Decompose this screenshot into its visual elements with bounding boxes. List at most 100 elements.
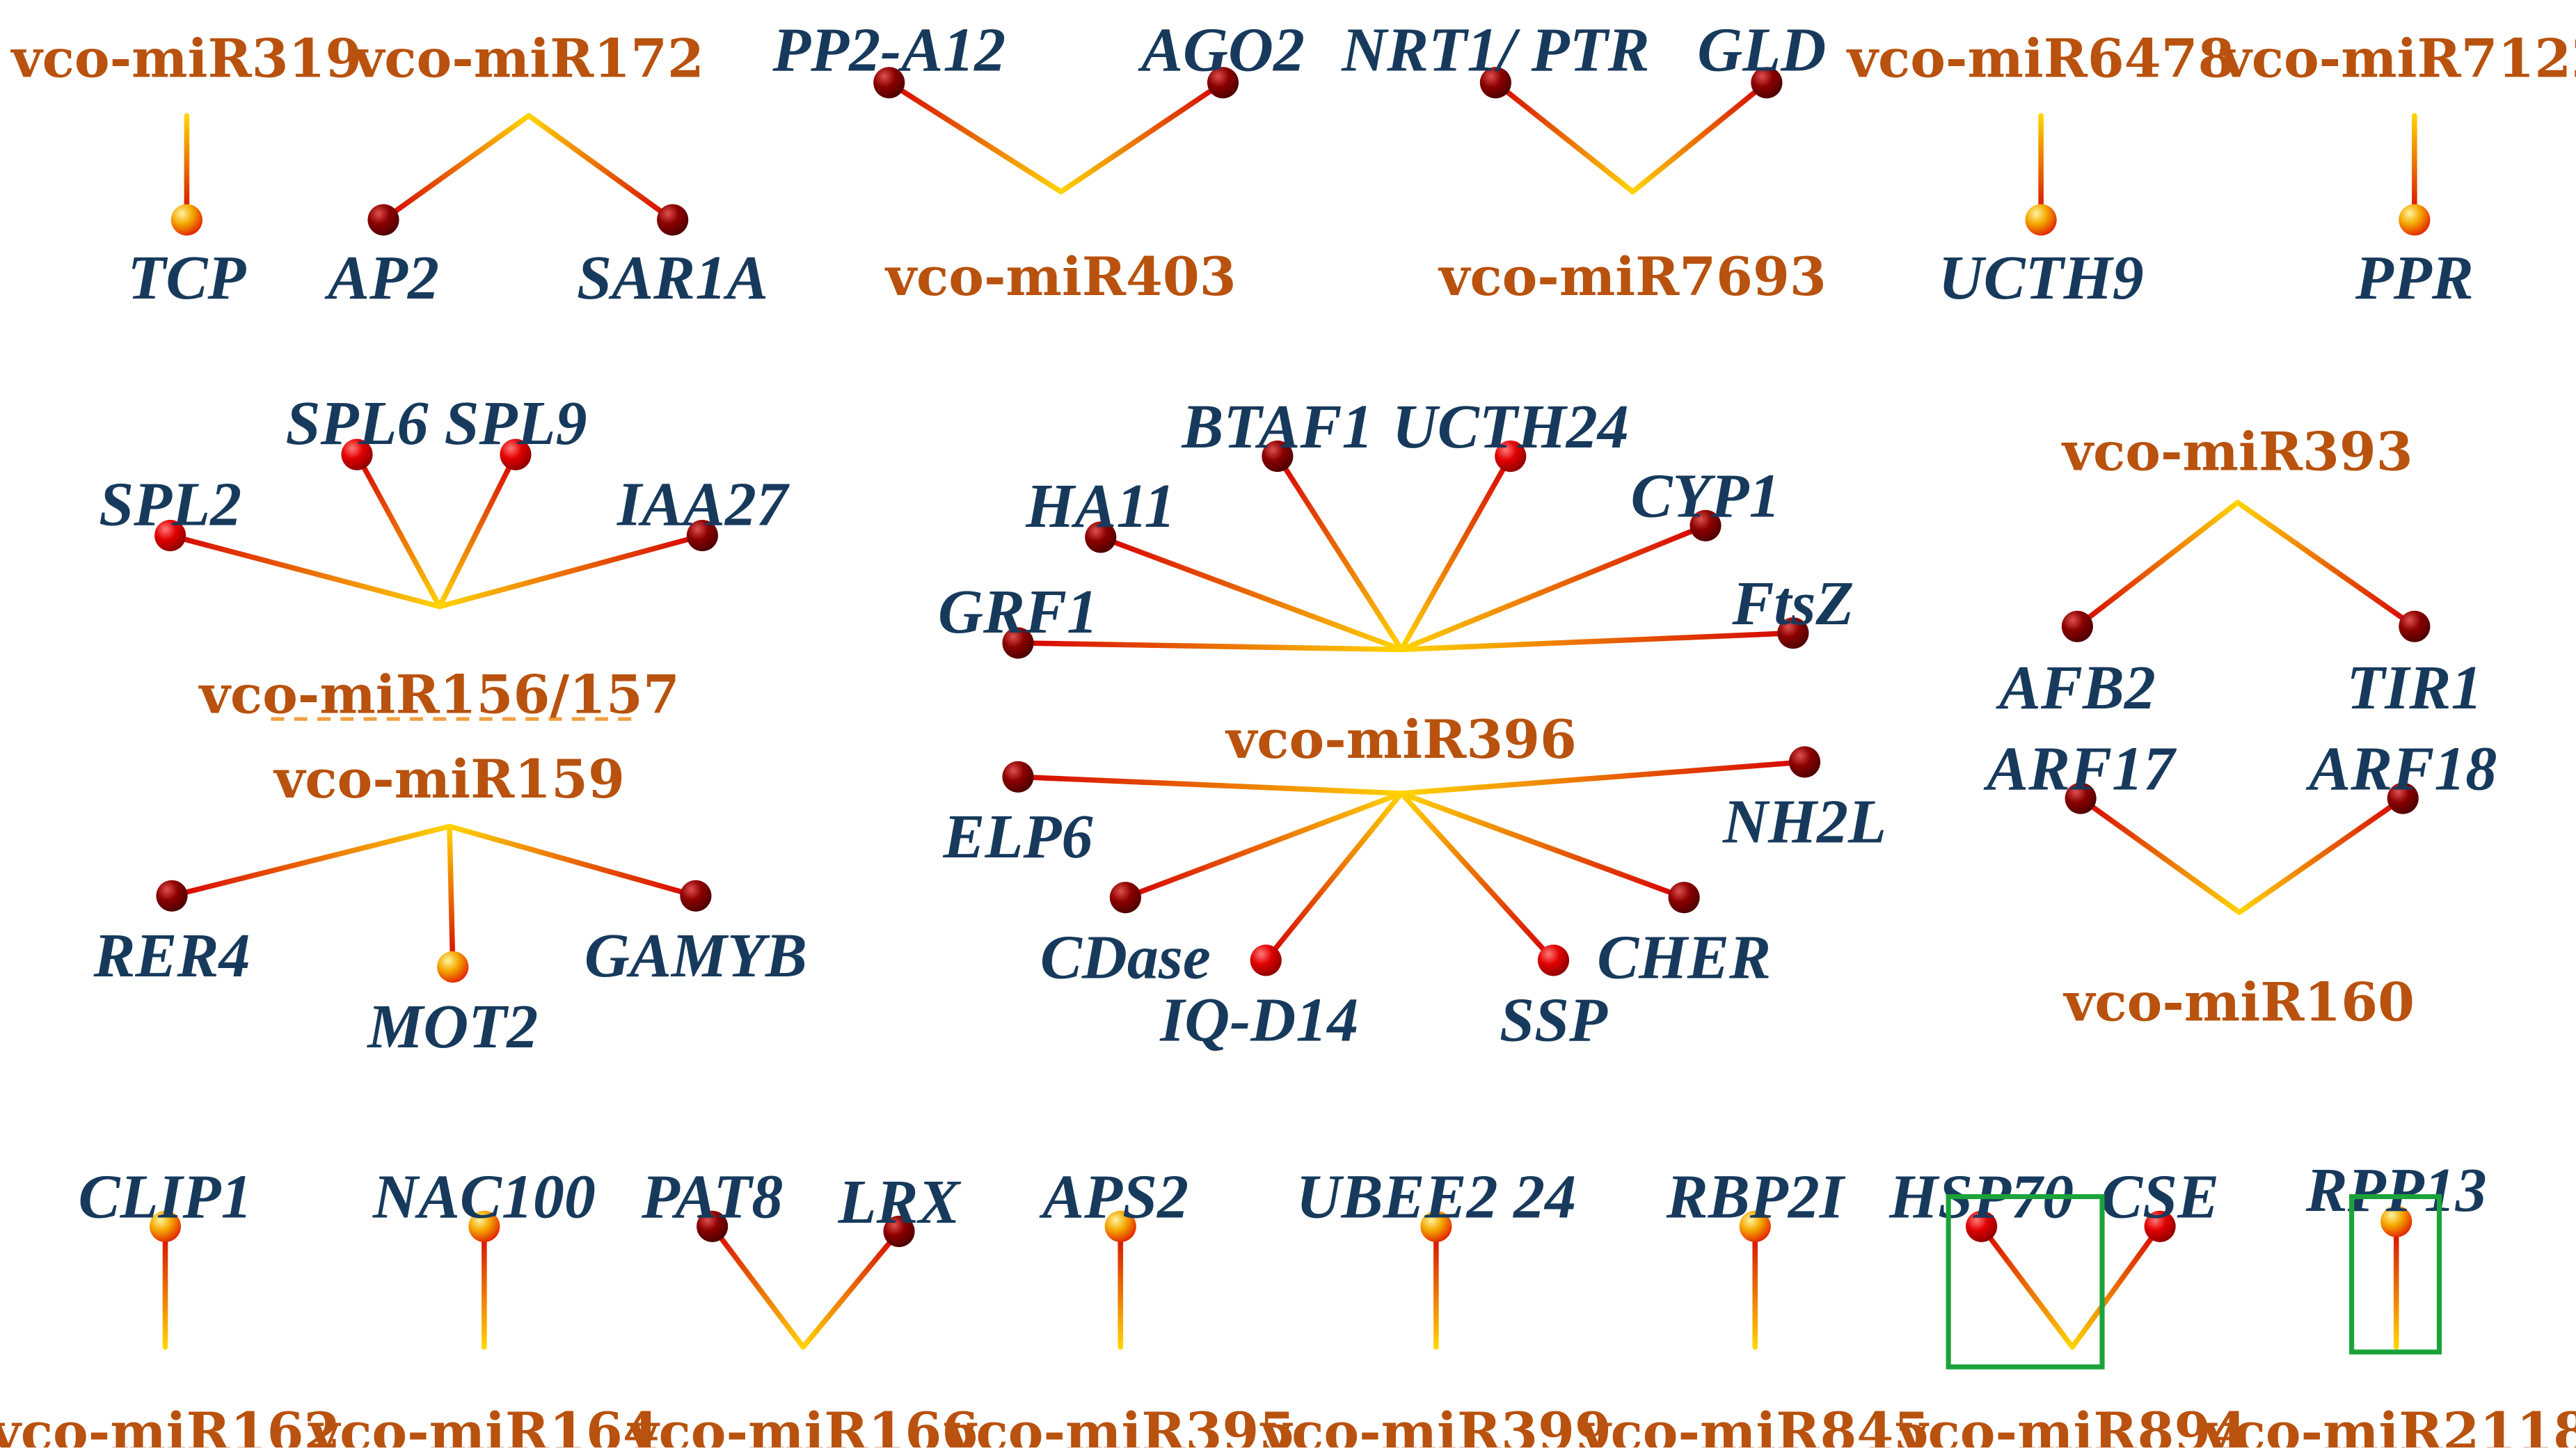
target-node-ucth9 [2025,204,2057,236]
edge-vco-mir396-nh2l [1399,759,1808,796]
target-label-cher: CHER [1597,923,1771,992]
target-node-ubee2-24 [1420,1210,1452,1242]
target-label-rer4: RER4 [93,921,250,990]
target-label-btaf1: BTAF1 [1181,393,1373,461]
edge-vco-mir172-ap2 [381,113,532,223]
target-label-ha11: HA11 [1025,472,1175,541]
target-label-cyp1: CYP1 [1631,462,1781,531]
target-node-clip1 [149,1210,182,1242]
target-label-cse: CSE [2101,1163,2219,1232]
target-label-rpp13: RPP13 [2305,1156,2487,1225]
edge-vco-mir159-mot2 [447,823,456,970]
mirna-label-vco-mir7122: vco-miR7122 [2220,27,2576,89]
target-node-gamyb [680,880,712,912]
target-label-ppr: PPR [2355,244,2474,312]
target-node-pat8 [697,1210,729,1242]
target-node-ha11 [1085,521,1117,553]
edge-vco-mir7693-nrt1-ptr [1493,79,1636,195]
mirna-label-vco-mir393: vco-miR393 [2061,421,2413,483]
target-node-cdase [1109,882,1141,914]
target-label-spl2: SPL2 [99,470,241,539]
edge-vco-mir7693-gld [1630,79,1770,195]
edge-vco-mir393-tir1 [2234,500,2417,629]
target-label-ucth24: UCTH24 [1392,393,1629,461]
edge-vco-mir396-ftsz [1399,630,1796,653]
target-node-btaf1 [1262,440,1294,473]
target-label-ftsz: FtsZ [1731,569,1854,638]
target-label-nac100: NAC100 [372,1163,596,1232]
target-node-nh2l [1788,746,1821,778]
mirna-label-vco-mir162: vco-miR162 [0,1401,340,1448]
target-label-sar1a: SAR1A [577,244,768,312]
mirna-label-vco-mir319: vco-miR319 [10,27,362,89]
target-label-pp2-a12: PP2-A12 [772,15,1005,84]
mirna-label-vco-mir160: vco-miR160 [2062,971,2415,1033]
target-label-mot2: MOT2 [366,992,538,1061]
target-node-spl9 [500,438,532,470]
target-node-grf1 [1002,627,1034,659]
target-node-hsp70 [1966,1210,1998,1242]
target-node-tir1 [2399,610,2431,642]
target-label-ubee2-24: UBEE2 24 [1296,1163,1577,1232]
mirna-label-vco-mir172: vco-miR172 [352,27,704,89]
target-node-nrt1-ptr [1479,67,1511,99]
target-node-cse [2144,1210,2176,1242]
target-node-ssp [1537,944,1570,976]
edge-vco-mir396-elp6 [1015,774,1404,796]
target-node-tcp [170,204,202,236]
mirna-label-vco-mir2118: vco-miR2118 [2201,1401,2576,1448]
target-node-iaa27 [686,519,718,552]
target-node-spl6 [341,438,373,470]
edge-vco-mir172-sar1a [526,113,676,223]
edge-vco-mir156-157-spl6 [354,452,443,610]
mirna-label-vco-mir396: vco-miR396 [1225,708,1577,770]
target-label-tcp: TCP [127,244,246,312]
edge-vco-mir396-ha11 [1097,534,1404,653]
target-node-ap2 [367,204,399,236]
edge-vco-mir159-rer4 [169,823,452,899]
target-label-spl9: SPL9 [444,389,587,458]
target-label-ap2: AP2 [324,244,439,312]
edge-vco-mir393-afb2 [2074,500,2241,629]
target-node-rpp13 [2380,1205,2412,1237]
mirna-label-vco-mir6478: vco-miR6478 [1846,27,2235,89]
edge-vco-mir396-cher [1399,791,1687,901]
edge-vco-mir396-cyp1 [1399,523,1708,653]
target-label-nh2l: NH2L [1722,788,1886,857]
edge-vco-mir166-pat8 [709,1223,806,1350]
target-label-aps2: APS2 [1039,1163,1188,1232]
mirna-label-vco-mir156-157: vco-miR156/157 [198,664,680,726]
target-node-ago2 [1207,67,1239,99]
target-label-spl6: SPL6 [285,389,428,458]
target-node-rer4 [156,880,188,912]
edge-vco-mir894-hsp70 [1978,1223,2076,1350]
target-label-pat8: PAT8 [641,1163,783,1232]
edge-vco-mir403-pp2-a12 [886,79,1064,195]
edge-vco-mir396-btaf1 [1275,453,1404,653]
edge-vco-mir396-ssp [1399,791,1557,963]
target-node-sar1a [657,204,689,236]
target-label-lrx: LRX [837,1168,961,1237]
edge-vco-mir396-cdase [1122,791,1404,901]
target-node-gld [1751,67,1783,99]
target-node-pp2-a12 [873,67,905,99]
target-label-gld: GLD [1697,15,1826,84]
target-node-arf17 [2065,782,2097,814]
mirna-label-vco-mir166: vco-miR166 [626,1401,978,1448]
mirna-label-vco-mir159: vco-miR159 [273,748,625,810]
target-label-ago2: AGO2 [1138,15,1305,84]
target-label-afb2: AFB2 [1996,653,2156,722]
edge-vco-mir894-cse [2069,1223,2163,1350]
target-node-afb2 [2061,610,2093,642]
edge-vco-mir403-ago2 [1058,79,1226,195]
mirna-label-vco-mir845: vco-miR845 [1578,1401,1930,1448]
mirna-label-vco-mir164: vco-miR164 [308,1401,660,1448]
mirna-label-vco-mir7693: vco-miR7693 [1438,246,1827,308]
target-node-ucth24 [1495,440,1527,473]
highlight-box-rpp13 [2349,1194,2442,1355]
edge-vco-mir156-157-spl2 [167,532,443,610]
target-node-iq-d14 [1250,944,1282,976]
target-label-grf1: GRF1 [938,578,1098,647]
